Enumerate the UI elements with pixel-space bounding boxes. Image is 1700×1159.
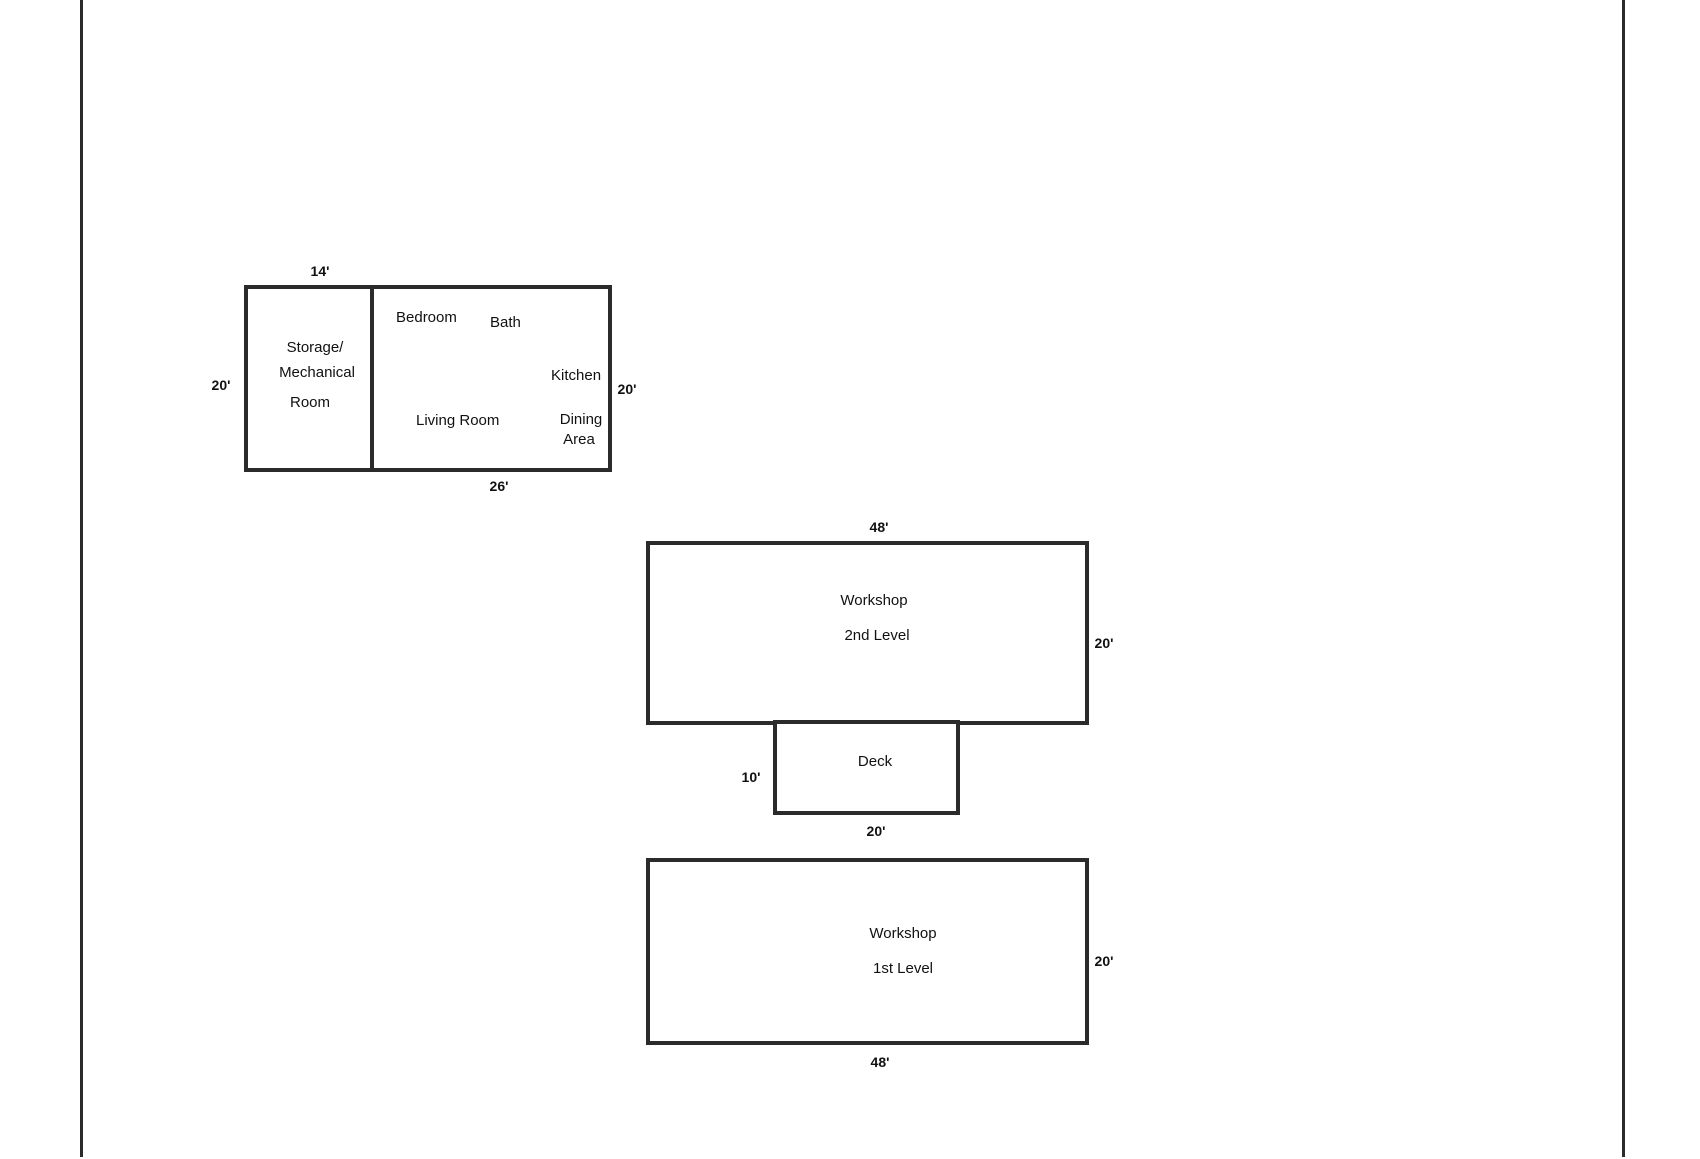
storage-label-line1: Storage/ [286,339,344,356]
workshop-lower-outline [646,858,1089,1045]
storage-label-line3: Room [289,394,331,411]
workshop-lower-label-line1: Workshop [869,925,937,942]
residence-dim-left: 20' [211,377,231,393]
workshop-lower-dim-bottom: 48' [870,1054,890,1070]
dining-label-line1: Dining [559,411,603,428]
residence-dim-top: 14' [310,263,330,279]
workshop-lower-dim-right: 20' [1094,953,1114,969]
dining-label-line2: Area [563,431,595,448]
deck-label: Deck [857,753,893,770]
deck-dim-left: 10' [741,769,761,785]
workshop-lower-label-line2: 1st Level [872,960,934,977]
residence-outline [244,285,612,472]
storage-partition-wall [370,287,374,470]
living-room-label: Living Room [416,412,500,429]
workshop-upper-dim-right: 20' [1094,635,1114,651]
deck-outline [773,720,960,815]
page-border [80,0,1625,1157]
kitchen-label: Kitchen [551,367,602,384]
residence-dim-bottom: 26' [489,478,509,494]
deck-dim-bottom: 20' [866,823,886,839]
storage-label-line2: Mechanical [279,364,355,381]
bedroom-label: Bedroom [396,309,457,326]
workshop-upper-outline [646,541,1089,725]
residence-dim-right: 20' [617,381,637,397]
workshop-upper-dim-top: 48' [869,519,889,535]
bath-label: Bath [490,314,521,331]
workshop-upper-label-line2: 2nd Level [844,627,910,644]
workshop-upper-label-line1: Workshop [840,592,908,609]
